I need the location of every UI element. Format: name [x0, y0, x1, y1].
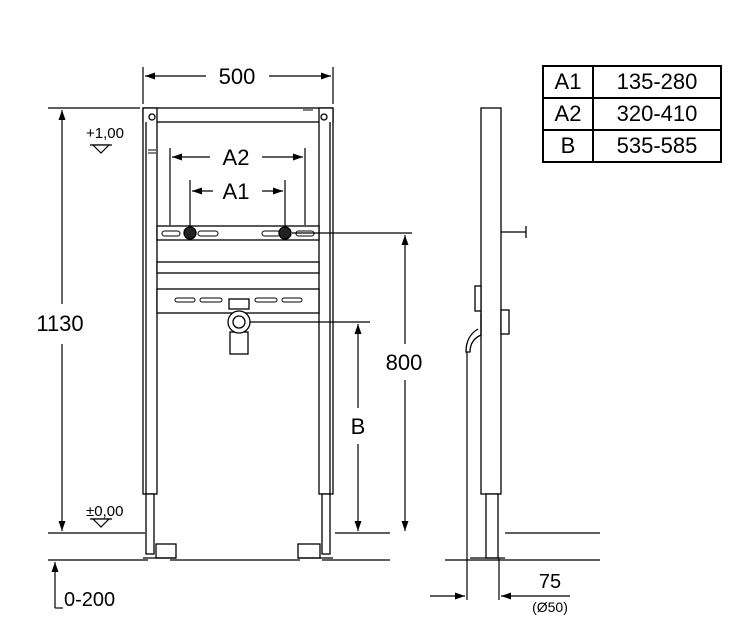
dimension-height-label: 1130	[36, 311, 83, 336]
table-row: A2 320-410	[542, 97, 722, 131]
dimension-table: A1 135-280 A2 320-410 B 535-585	[542, 65, 722, 163]
table-cell-code: B	[542, 129, 594, 163]
table-cell-range: 535-585	[592, 129, 722, 163]
dimension-b-label: B	[351, 414, 366, 439]
adjust-range-label: 0-200	[64, 589, 115, 611]
floor-lines	[48, 532, 600, 561]
frame-front-view	[142, 107, 334, 559]
level-top-label: +1,00	[86, 125, 124, 142]
frame-side-view	[465, 107, 527, 600]
table-cell-range: 320-410	[592, 97, 722, 131]
drain-fitting	[227, 298, 251, 355]
table-cell-range: 135-280	[592, 65, 722, 99]
level-floor-label: ±0,00	[86, 503, 123, 520]
dimension-lines	[48, 67, 570, 609]
dimension-a1-label: A1	[223, 179, 250, 204]
table-cell-code: A1	[542, 65, 594, 99]
water-fittings	[183, 226, 292, 240]
frame-marks	[148, 109, 313, 154]
dimension-width-label: 500	[219, 64, 256, 89]
table-cell-code: A2	[542, 97, 594, 131]
table-row: A1 135-280	[542, 65, 722, 99]
table-row: B 535-585	[542, 129, 722, 163]
pipe-diameter-label: (Ø50)	[532, 599, 568, 615]
rail-slots	[161, 230, 315, 303]
level-markers	[90, 144, 112, 528]
depth-label: 75	[539, 571, 561, 593]
dimension-800-label: 800	[386, 350, 423, 375]
dimension-a2-label: A2	[223, 145, 250, 170]
